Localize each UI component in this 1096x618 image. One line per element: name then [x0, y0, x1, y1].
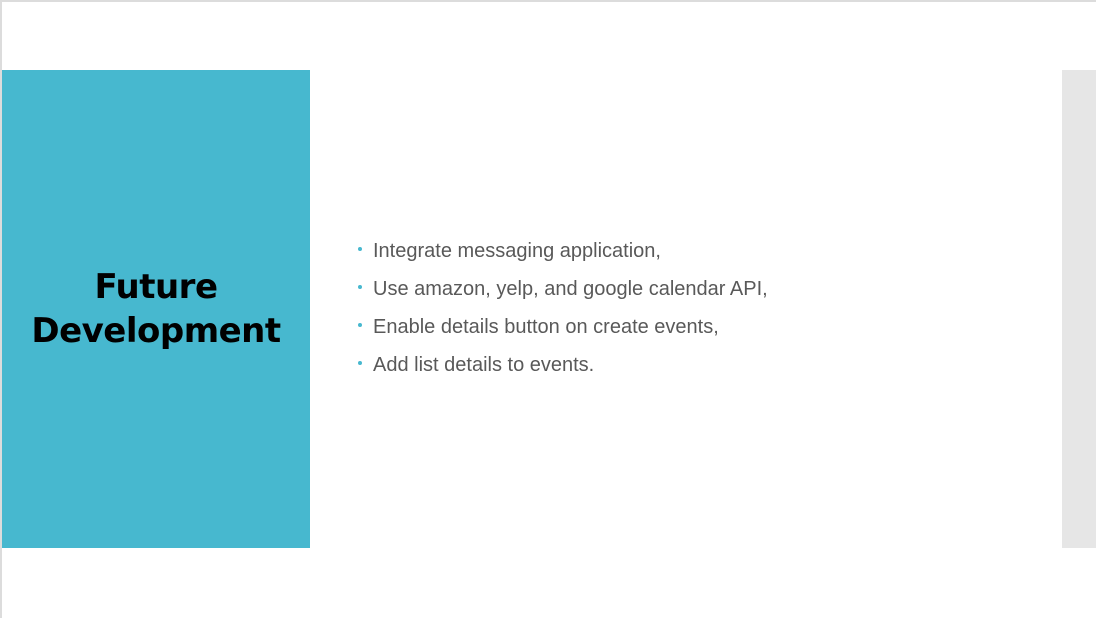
bullet-dot-icon [358, 361, 362, 365]
bullet-text: Use amazon, yelp, and google calendar AP… [373, 277, 768, 300]
bullet-text: Add list details to events. [373, 353, 595, 376]
bullet-text: Integrate messaging application, [373, 239, 661, 262]
slide-title: Future Development [31, 265, 281, 353]
title-panel: Future Development [2, 70, 310, 548]
bullet-dot-icon [358, 323, 362, 327]
bullet-text: Enable details button on create events, [373, 315, 719, 338]
bullet-item: Use amazon, yelp, and google calendar AP… [358, 270, 768, 308]
side-strip [1062, 70, 1096, 548]
slide-title-line-1: Future [94, 267, 218, 307]
bullet-item: Add list details to events. [358, 346, 768, 384]
bullet-list: Integrate messaging application, Use ama… [358, 232, 768, 384]
bullet-dot-icon [358, 285, 362, 289]
bullet-item: Integrate messaging application, [358, 232, 768, 270]
bullet-dot-icon [358, 247, 362, 251]
slide-title-line-2: Development [31, 311, 281, 351]
bullet-item: Enable details button on create events, [358, 308, 768, 346]
